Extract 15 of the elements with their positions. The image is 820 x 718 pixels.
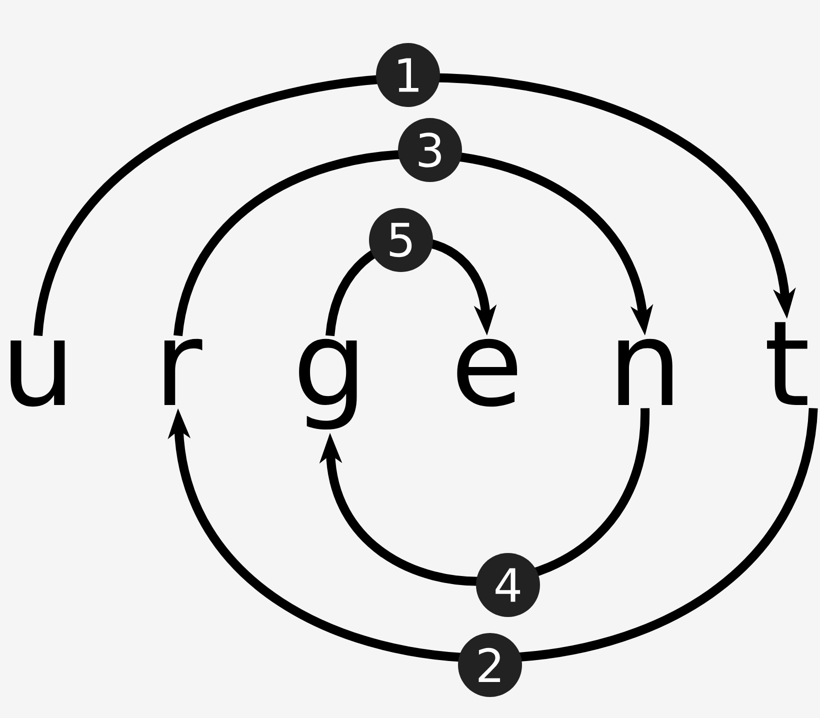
letter: u <box>10 338 65 407</box>
number-badge: 3 <box>398 118 462 182</box>
curved-arrow <box>319 408 650 586</box>
letter: e <box>457 338 518 407</box>
number-badge: 4 <box>476 552 540 617</box>
letter: n <box>618 338 672 405</box>
letter: r <box>164 338 202 405</box>
curved-arrow <box>34 74 796 337</box>
number-badge: 5 <box>369 208 433 272</box>
number-badge: 1 <box>376 43 440 107</box>
letter: g <box>299 338 357 430</box>
curved-arrow <box>174 150 654 337</box>
number-badge: 2 <box>458 632 522 697</box>
letter: t <box>767 322 808 405</box>
curved-arrow <box>168 407 818 662</box>
